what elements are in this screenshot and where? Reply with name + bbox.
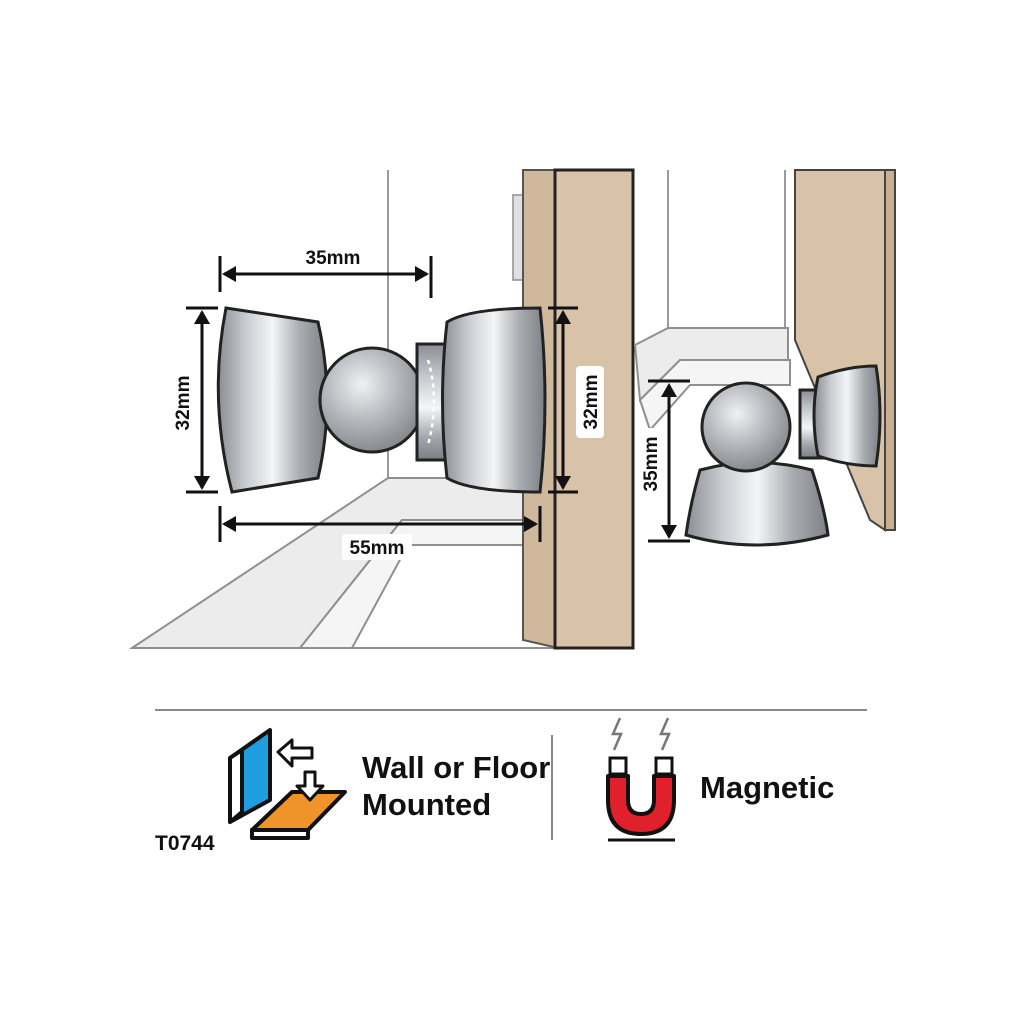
wall-mounted-doorstop — [216, 306, 547, 494]
dimension-label-width-top: 35mm — [306, 248, 361, 269]
horseshoe-magnet-icon — [606, 717, 676, 842]
dimension-label-height-left: 32mm — [173, 376, 194, 431]
feature-magnetic-label: Magnetic — [700, 770, 834, 805]
dimension-length-total: 55mm — [218, 506, 542, 560]
dimension-height-base: 32mm — [548, 306, 604, 494]
dimension-label-height-base: 32mm — [581, 375, 602, 430]
dimension-height-floor-unit: 35mm — [638, 379, 690, 543]
feature-mounting-line1: Wall or Floor — [362, 750, 550, 785]
dimension-height-left: 32mm — [170, 306, 218, 494]
product-code: T0744 — [155, 832, 215, 855]
dimension-label-length-total: 55mm — [350, 538, 405, 559]
dimension-width-top: 35mm — [218, 244, 433, 298]
dimension-label-height-floor-unit: 35mm — [641, 437, 662, 492]
feature-mounting-line2: Mounted — [362, 787, 491, 822]
wall-floor-mount-icon — [228, 728, 347, 840]
floor-mounted-doorstop — [684, 364, 882, 547]
